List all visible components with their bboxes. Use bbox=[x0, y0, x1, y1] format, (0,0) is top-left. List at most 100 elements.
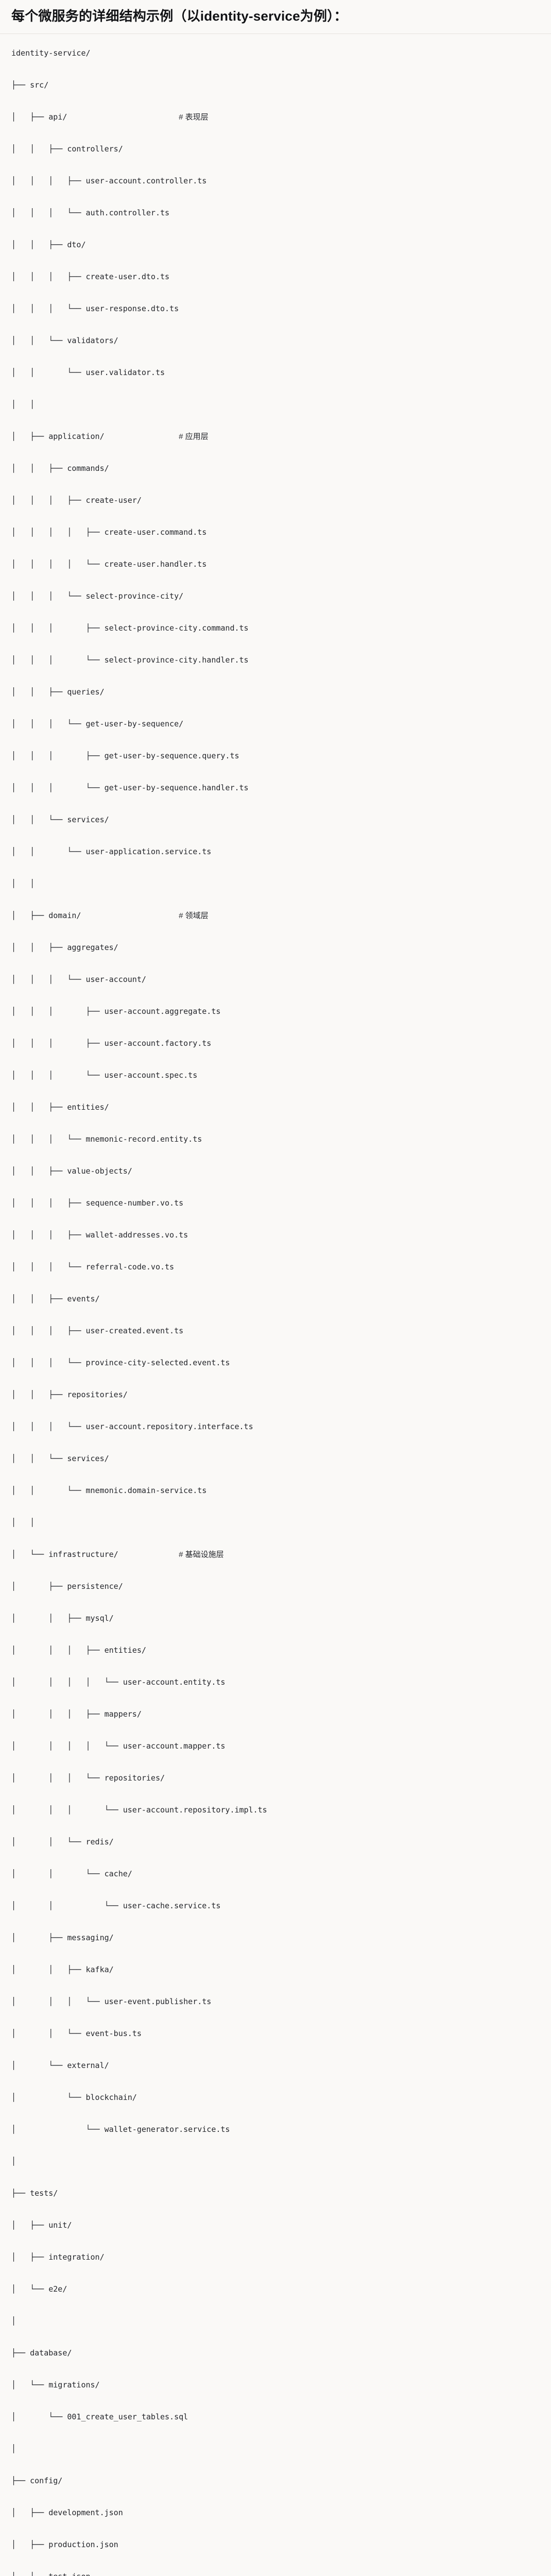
tree-row: │ │ │ ├── mappers/ bbox=[11, 1706, 540, 1722]
tree-branch-glyphs: │ bbox=[11, 2157, 16, 2166]
tree-file-name: production.json bbox=[48, 2540, 118, 2550]
tree-row: │ │ ├── repositories/ bbox=[11, 1387, 540, 1403]
tree-row: │ │ ├── kafka/ bbox=[11, 1962, 540, 1978]
tree-branch-glyphs: │ │ │ └── bbox=[11, 1773, 105, 1783]
tree-row: ├── tests/ bbox=[11, 2185, 540, 2201]
tree-folder-name: user-account/ bbox=[85, 975, 146, 985]
tree-spacer-row: │ bbox=[11, 2441, 540, 2457]
tree-branch-glyphs: │ ├── bbox=[11, 1582, 67, 1591]
tree-branch-glyphs: │ │ │ └── bbox=[11, 1134, 86, 1144]
tree-row: │ │ │ └── user-account.spec.ts bbox=[11, 1067, 540, 1083]
tree-row: │ ├── messaging/ bbox=[11, 1930, 540, 1946]
tree-folder-name: identity-service/ bbox=[11, 48, 91, 58]
page-title: 每个微服务的详细结构示例（以identity-service为例）： bbox=[11, 8, 348, 24]
tree-folder-name: kafka/ bbox=[85, 1965, 114, 1975]
tree-comment-spacer bbox=[81, 911, 179, 920]
tree-row: │ │ │ ├── user-created.event.ts bbox=[11, 1323, 540, 1339]
tree-branch-glyphs: │ │ └── bbox=[11, 336, 67, 346]
tree-branch-glyphs: ├── bbox=[11, 80, 30, 90]
tree-folder-name: tests/ bbox=[30, 2189, 58, 2198]
tree-file-name: user-event.publisher.ts bbox=[104, 1997, 212, 2007]
tree-folder-name: external/ bbox=[67, 2061, 109, 2071]
tree-comment-spacer bbox=[118, 1550, 179, 1559]
tree-row: │ │ ├── controllers/ bbox=[11, 141, 540, 157]
tree-row: │ ├── unit/ bbox=[11, 2217, 540, 2233]
tree-file-name: mnemonic-record.entity.ts bbox=[85, 1134, 202, 1144]
tree-row: │ │ ├── queries/ bbox=[11, 684, 540, 700]
tree-folder-name: integration/ bbox=[48, 2252, 105, 2262]
tree-row: │ │ └── validators/ bbox=[11, 333, 540, 349]
tree-branch-glyphs: │ │ ├── bbox=[11, 1103, 67, 1112]
tree-row: │ └── external/ bbox=[11, 2058, 540, 2074]
tree-folder-name: mysql/ bbox=[85, 1614, 114, 1623]
tree-row: │ └── wallet-generator.service.ts bbox=[11, 2122, 540, 2138]
tree-row: │ └── 001_create_user_tables.sql bbox=[11, 2409, 540, 2425]
tree-folder-name: api/ bbox=[48, 112, 67, 122]
tree-branch-glyphs: │ │ ├── bbox=[11, 1390, 67, 1400]
tree-file-name: user-account.controller.ts bbox=[85, 176, 207, 186]
tree-folder-name: entities/ bbox=[67, 1103, 109, 1112]
tree-branch-glyphs: │ └── bbox=[11, 1550, 49, 1560]
tree-folder-name: validators/ bbox=[67, 336, 118, 346]
tree-file-name: select-province-city.command.ts bbox=[104, 623, 249, 633]
tree-row: │ │ ├── commands/ bbox=[11, 461, 540, 477]
tree-branch-glyphs: │ │ │ │ └── bbox=[11, 1741, 123, 1751]
tree-file-name: referral-code.vo.ts bbox=[85, 1262, 175, 1272]
tree-branch-glyphs: │ │ ├── bbox=[11, 1294, 67, 1304]
tree-row: │ ├── development.json bbox=[11, 2505, 540, 2521]
tree-folder-name: create-user/ bbox=[85, 496, 142, 505]
tree-comment-spacer bbox=[105, 432, 179, 441]
tree-folder-name: persistence/ bbox=[67, 1582, 123, 1591]
tree-branch-glyphs: │ │ ├── bbox=[11, 1965, 86, 1975]
tree-spacer-row: │ │ bbox=[11, 397, 540, 413]
tree-branch-glyphs: │ │ bbox=[11, 400, 35, 410]
tree-branch-glyphs: │ │ │ ├── bbox=[11, 1007, 105, 1016]
tree-row: │ │ ├── entities/ bbox=[11, 1099, 540, 1115]
tree-row: │ │ │ ├── create-user/ bbox=[11, 493, 540, 509]
tree-branch-glyphs: │ ├── bbox=[11, 2540, 49, 2550]
tree-branch-glyphs: │ │ │ │ ├── bbox=[11, 528, 105, 537]
tree-branch-glyphs: │ │ │ │ └── bbox=[11, 560, 105, 569]
tree-layer-comment: # 领域层 bbox=[179, 911, 209, 921]
tree-folder-name: controllers/ bbox=[67, 144, 123, 154]
tree-folder-name: redis/ bbox=[85, 1837, 114, 1847]
tree-branch-glyphs: │ │ bbox=[11, 1518, 35, 1528]
tree-branch-glyphs: │ └── bbox=[11, 2380, 49, 2390]
tree-branch-glyphs: ├── bbox=[11, 2476, 30, 2486]
tree-file-name: sequence-number.vo.ts bbox=[85, 1198, 184, 1208]
tree-row: │ │ └── cache/ bbox=[11, 1866, 540, 1882]
tree-row: │ │ ├── events/ bbox=[11, 1291, 540, 1307]
tree-branch-glyphs: │ │ ├── bbox=[11, 1166, 67, 1176]
tree-row: │ │ ├── dto/ bbox=[11, 237, 540, 253]
tree-file-name: mnemonic.domain-service.ts bbox=[85, 1486, 207, 1496]
tree-branch-glyphs: ├── bbox=[11, 2189, 30, 2198]
tree-folder-name: unit/ bbox=[48, 2221, 72, 2230]
tree-spacer-row: │ bbox=[11, 2154, 540, 2170]
tree-row: │ │ └── services/ bbox=[11, 1451, 540, 1467]
tree-row: │ │ │ ├── sequence-number.vo.ts bbox=[11, 1195, 540, 1211]
tree-branch-glyphs: │ │ └── bbox=[11, 1901, 123, 1911]
tree-row: │ ├── integration/ bbox=[11, 2249, 540, 2265]
tree-branch-glyphs: │ │ │ └── bbox=[11, 208, 86, 218]
tree-row: │ ├── api/ # 表现层 bbox=[11, 109, 540, 125]
tree-branch-glyphs: │ └── bbox=[11, 2093, 86, 2103]
tree-branch-glyphs: │ bbox=[11, 2444, 16, 2454]
tree-branch-glyphs: │ │ │ ├── bbox=[11, 176, 86, 186]
tree-branch-glyphs: │ │ │ ├── bbox=[11, 272, 86, 282]
tree-row: │ │ ├── mysql/ bbox=[11, 1611, 540, 1626]
tree-spacer-row: │ │ bbox=[11, 1515, 540, 1531]
tree-folder-name: queries/ bbox=[67, 687, 105, 697]
tree-file-name: 001_create_user_tables.sql bbox=[67, 2412, 188, 2422]
tree-row: │ └── e2e/ bbox=[11, 2281, 540, 2297]
tree-row: │ │ │ └── user-account.repository.impl.t… bbox=[11, 1802, 540, 1818]
tree-branch-glyphs: │ │ │ ├── bbox=[11, 751, 105, 761]
tree-row: │ │ ├── value-objects/ bbox=[11, 1163, 540, 1179]
tree-branch-glyphs: │ │ │ └── bbox=[11, 1997, 105, 2007]
tree-folder-name: repositories/ bbox=[67, 1390, 128, 1400]
tree-branch-glyphs: │ └── bbox=[11, 2061, 67, 2071]
tree-folder-name: entities/ bbox=[104, 1646, 146, 1655]
tree-folder-name: cache/ bbox=[104, 1869, 132, 1879]
tree-branch-glyphs: │ └── bbox=[11, 2412, 67, 2422]
tree-file-name: wallet-addresses.vo.ts bbox=[85, 1230, 188, 1240]
